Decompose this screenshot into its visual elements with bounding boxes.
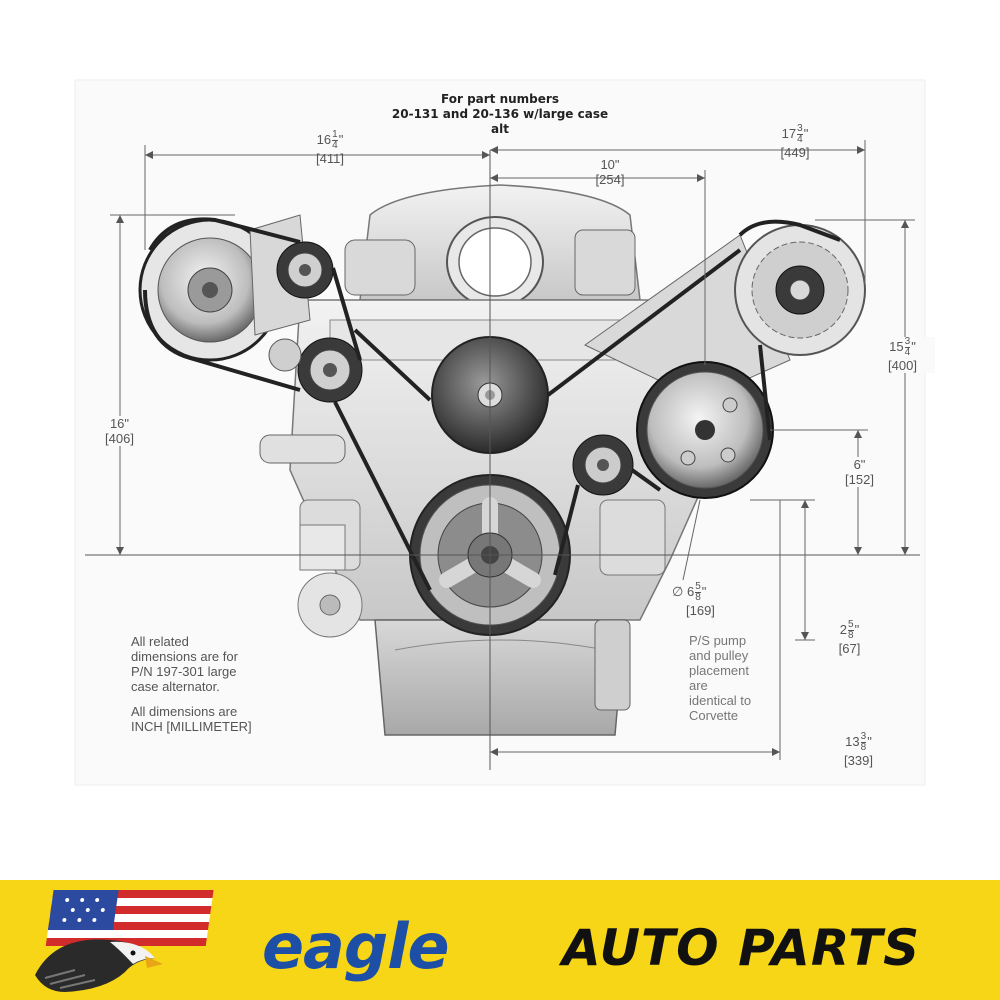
dim-right-width-mm: [449]: [780, 145, 810, 160]
diagram-title: For part numbers 20-131 and 20-136 w/lar…: [390, 92, 610, 137]
eagle-flag-logo: [35, 890, 214, 992]
dim-left-height-mm: [406]: [105, 431, 134, 446]
brand-wordmark: eagle AUTO PARTS: [262, 912, 982, 982]
brand-eagle-text: eagle: [262, 910, 450, 983]
title-line-2: 20-131 and 20-136 w/large case alt: [391, 107, 609, 136]
starter-motor: [297, 524, 363, 638]
dimension-lines: [110, 140, 915, 760]
dim-center-right-text: 10": [600, 157, 620, 172]
engine-drawing: [74, 79, 926, 786]
brand-auto-parts-text: AUTO PARTS: [562, 919, 921, 977]
ac-compressor: [138, 214, 311, 362]
centerlines: [85, 150, 920, 770]
brand-banner: eagle AUTO PARTS: [0, 880, 1000, 1000]
right-idler-pulley: [572, 434, 634, 496]
note-related-dimensions: All related dimensions are for P/N 197-3…: [131, 634, 238, 694]
eagle-head-icon: [35, 939, 163, 992]
dim-ps-height: 6" [152]: [832, 457, 887, 487]
dim-ps-height-text: 6": [853, 457, 866, 472]
dim-right-height-mm: [400]: [888, 358, 917, 373]
alternator: [584, 224, 866, 401]
title-line-1: For part numbers: [441, 92, 559, 106]
dim-center-right-mm: [254]: [595, 172, 625, 187]
note-ps-pump: P/S pump and pulley placement are identi…: [689, 633, 752, 723]
dim-right-width-whole: 17: [781, 125, 797, 141]
left-idler-pulleys: [268, 241, 363, 403]
intake-manifold: [344, 184, 641, 308]
dim-pulley-diameter-mm: [169]: [686, 603, 715, 618]
dim-left-height-text: 16": [109, 416, 130, 431]
oil-pan: [374, 619, 631, 736]
dim-ps-offset-mm: [67]: [838, 641, 861, 656]
note-units: All dimensions are INCH [MILLIMETER]: [131, 704, 252, 734]
dim-left-height: 16" [406]: [92, 416, 147, 446]
dim-ps-height-mm: [152]: [845, 472, 874, 487]
dim-right-height-whole: 15: [889, 338, 904, 354]
dim-center-right: 10" [254]: [580, 157, 640, 187]
dim-left-width-whole: 16: [316, 131, 332, 147]
dimension-arrowheads: [116, 146, 909, 756]
dim-bottom-width-mm: [339]: [844, 753, 873, 768]
diameter-symbol: ∅: [672, 583, 684, 599]
dim-left-width-mm: [411]: [316, 151, 344, 166]
power-steering-pulley: [636, 361, 774, 499]
serpentine-belt: [143, 217, 841, 591]
